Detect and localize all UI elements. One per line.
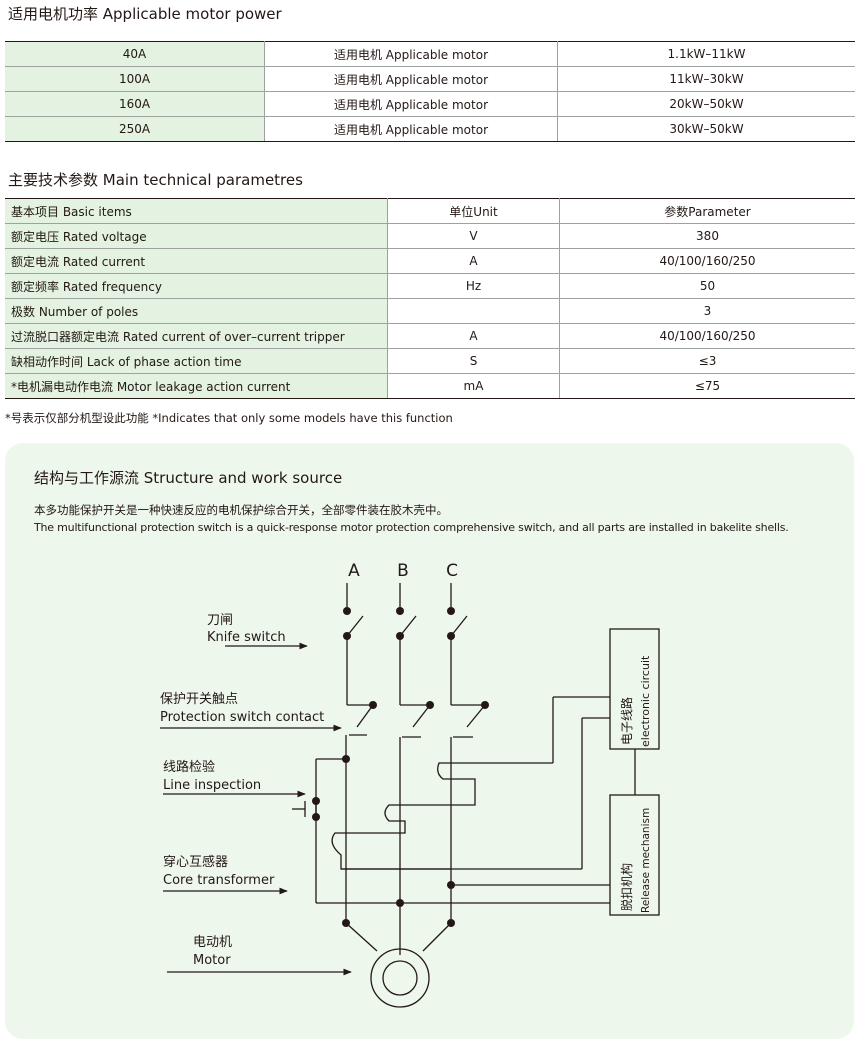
motor-label-en: Motor (193, 953, 231, 968)
table-cell: 160A (5, 91, 265, 117)
table-cell: S (387, 348, 560, 374)
motor-label-cn: 电动机 (193, 935, 232, 950)
knife-switch-label-cn: 刀闸 (207, 613, 233, 628)
table-cell: *电机漏电动作电流 Motor leakage action current (5, 373, 388, 399)
core-transformer-label-en: Core transformer (163, 873, 275, 888)
table-cell: 40/100/160/250 (559, 323, 855, 349)
line-inspection-label-en: Line inspection (163, 778, 261, 793)
table-row: 100A 适用电机 Applicable motor 11kW–30kW (5, 66, 855, 92)
electronic-circuit-label-cn: 电子线路 (619, 697, 634, 745)
table-cell: 40A (5, 41, 265, 67)
table-cell: Hz (387, 273, 560, 299)
table-cell: 适用电机 Applicable motor (264, 116, 558, 142)
table-row: 缺相动作时间 Lack of phase action time S ≤3 (5, 348, 855, 374)
protection-contact-label-en: Protection switch contact (160, 710, 324, 725)
table-cell: 极数 Number of poles (5, 298, 388, 324)
table-cell: 11kW–30kW (557, 66, 855, 92)
table-row: 160A 适用电机 Applicable motor 20kW–50kW (5, 91, 855, 117)
line-inspection-label-cn: 线路检验 (163, 759, 215, 775)
table-cell: 额定频率 Rated frequency (5, 273, 388, 299)
table-cell: 额定电流 Rated current (5, 248, 388, 274)
structure-panel: 结构与工作源流 Structure and work source 本多功能保护… (5, 443, 854, 1039)
release-mechanism-label-cn: 脱扣机构 (619, 863, 634, 911)
table-row: 额定频率 Rated frequency Hz 50 (5, 273, 855, 299)
table-header-row: 基本项目 Basic items 单位Unit 参数Parameter (5, 198, 855, 224)
table-cell: 50 (559, 273, 855, 299)
structure-description-en: The multifunctional protection switch is… (34, 521, 789, 534)
tech-params-title: 主要技术参数 Main technical parametres (8, 171, 303, 189)
footnote: *号表示仅部分机型设此功能 *Indicates that only some … (5, 411, 453, 425)
table-cell: A (387, 248, 560, 274)
table-cell: 基本项目 Basic items (5, 198, 388, 224)
table-cell: 3 (559, 298, 855, 324)
table-row: 极数 Number of poles 3 (5, 298, 855, 324)
structure-title: 结构与工作源流 Structure and work source (34, 469, 343, 487)
table-cell: 单位Unit (387, 198, 560, 224)
protection-contact-label-cn: 保护开关触点 (160, 692, 238, 707)
table-row: 额定电流 Rated current A 40/100/160/250 (5, 248, 855, 274)
table-row: 额定电压 Rated voltage V 380 (5, 223, 855, 249)
table-cell: ≤75 (559, 373, 855, 399)
core-transformer-label-cn: 穿心互感器 (163, 854, 228, 870)
table-cell: 250A (5, 116, 265, 142)
table-cell: 适用电机 Applicable motor (264, 91, 558, 117)
table-cell (387, 298, 560, 324)
table-row: 过流脱口器额定电流 Rated current of over–current … (5, 323, 855, 349)
table-cell: 40/100/160/250 (559, 248, 855, 274)
knife-switch-label-en: Knife switch (207, 630, 286, 645)
table-cell: 380 (559, 223, 855, 249)
table-cell: V (387, 223, 560, 249)
phase-label: C (446, 561, 458, 581)
table-cell: 额定电压 Rated voltage (5, 223, 388, 249)
release-mechanism-label-en: Release mechanism (640, 808, 652, 913)
table-cell: 适用电机 Applicable motor (264, 66, 558, 92)
table-cell: 过流脱口器额定电流 Rated current of over–current … (5, 323, 388, 349)
table-cell: 100A (5, 66, 265, 92)
table-cell: 缺相动作时间 Lack of phase action time (5, 348, 388, 374)
tech-params-table: 基本项目 Basic items 单位Unit 参数Parameter 额定电压… (5, 198, 855, 399)
table-cell: ≤3 (559, 348, 855, 374)
table-cell: A (387, 323, 560, 349)
table-cell: mA (387, 373, 560, 399)
table-row: *电机漏电动作电流 Motor leakage action current m… (5, 373, 855, 399)
phase-label: A (348, 561, 360, 581)
circuit-diagram: A B C 刀闸 Knife switch 保护开关触点 Protection … (160, 561, 660, 1008)
table-cell: 30kW–50kW (557, 116, 855, 142)
electronic-circuit-label-en: electronic circuit (639, 655, 652, 747)
table-row: 40A 适用电机 Applicable motor 1.1kW–11kW (5, 41, 855, 67)
table-row: 250A 适用电机 Applicable motor 30kW–50kW (5, 116, 855, 142)
table-cell: 参数Parameter (559, 198, 855, 224)
motor-power-title: 适用电机功率 Applicable motor power (8, 5, 282, 23)
table-cell: 适用电机 Applicable motor (264, 41, 558, 67)
table-cell: 20kW–50kW (557, 91, 855, 117)
motor-power-table: 40A 适用电机 Applicable motor 1.1kW–11kW 100… (5, 41, 855, 142)
structure-description-cn: 本多功能保护开关是一种快速反应的电机保护综合开关，全部零件装在胶木壳中。 (34, 503, 448, 517)
phase-label: B (397, 561, 409, 581)
table-cell: 1.1kW–11kW (557, 41, 855, 67)
